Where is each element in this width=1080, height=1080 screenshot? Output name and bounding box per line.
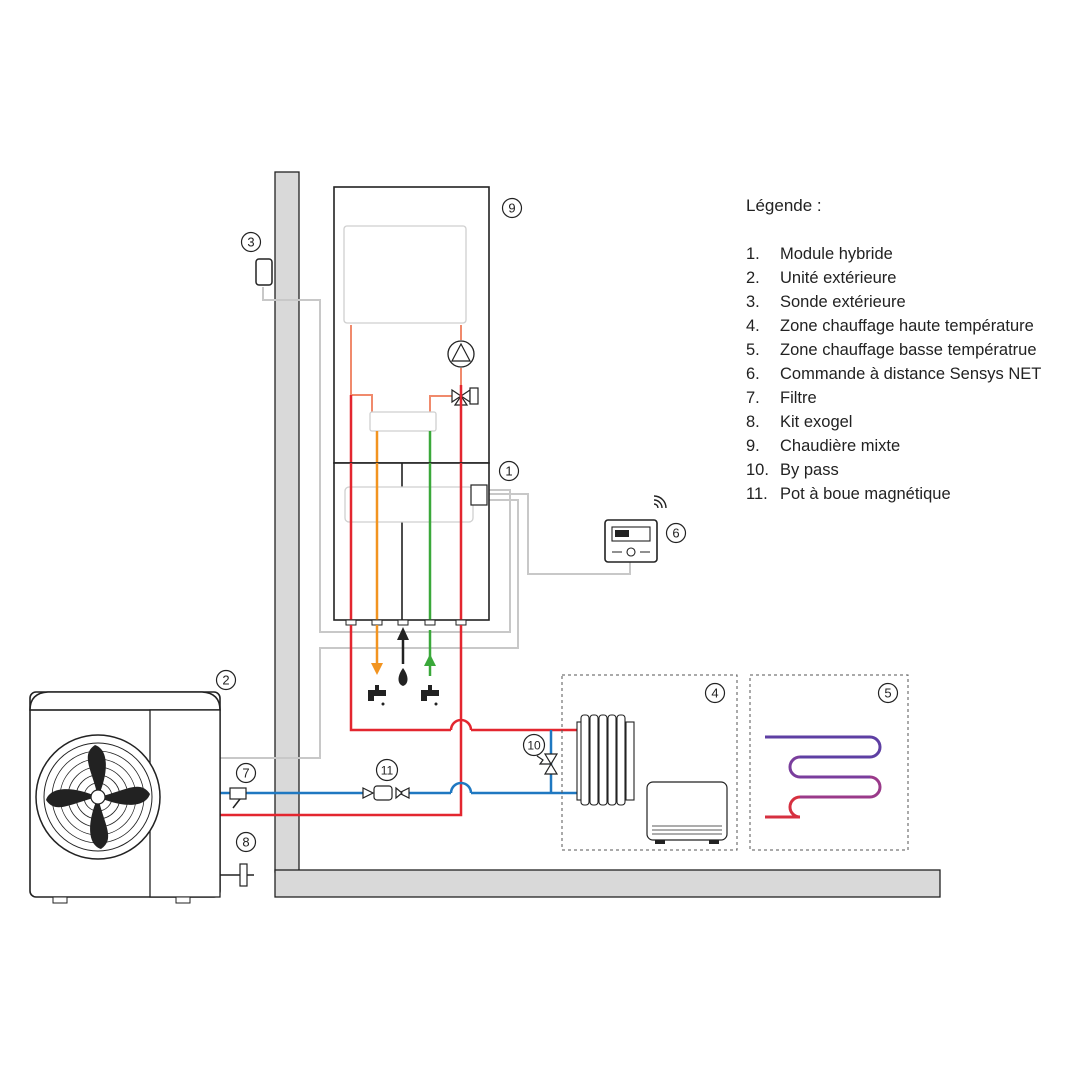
legend-item-label: Module hybride bbox=[780, 245, 893, 263]
legend-item-label: Kit exogel bbox=[780, 413, 853, 431]
underfloor-heating-icon bbox=[765, 735, 882, 819]
svg-text:11: 11 bbox=[381, 764, 394, 778]
svg-text:5: 5 bbox=[884, 686, 891, 701]
callout-9: 9 bbox=[501, 197, 523, 219]
legend-item-label: Unité extérieure bbox=[780, 269, 897, 287]
legend-list: 1.Module hybride 2.Unité extérieure 3.So… bbox=[746, 242, 1066, 506]
zone-high-temperature bbox=[561, 674, 738, 851]
antifreeze-kit-icon bbox=[220, 863, 254, 887]
hybrid-module bbox=[333, 462, 490, 626]
wall bbox=[274, 171, 300, 873]
legend-title: Légende : bbox=[746, 196, 822, 215]
circulator-pump-icon bbox=[447, 340, 475, 368]
fan-icon bbox=[35, 734, 161, 860]
bypass-valve-icon bbox=[536, 753, 559, 775]
svg-text:2: 2 bbox=[222, 673, 229, 688]
callout-1: 1 bbox=[498, 460, 520, 482]
callout-10: 10 bbox=[522, 733, 546, 757]
legend-item-label: Pot à boue magnétique bbox=[780, 485, 951, 503]
radiator-icon bbox=[576, 714, 635, 806]
legend-item: 11.Pot à boue magnétique bbox=[746, 482, 1066, 506]
zone-low-temperature bbox=[749, 674, 909, 851]
legend-item-label: Filtre bbox=[780, 389, 817, 407]
svg-text:3: 3 bbox=[247, 235, 254, 250]
legend-item: 3.Sonde extérieure bbox=[746, 290, 1066, 314]
control-wiring bbox=[220, 287, 631, 759]
floor bbox=[274, 869, 941, 898]
domestic-water-connections bbox=[368, 625, 439, 706]
remote-control bbox=[604, 495, 667, 563]
callout-4: 4 bbox=[704, 682, 726, 704]
mixed-boiler bbox=[333, 186, 490, 464]
svg-text:7: 7 bbox=[242, 766, 249, 781]
legend-item: 1.Module hybride bbox=[746, 242, 1066, 266]
legend-item: 6.Commande à distance Sensys NET bbox=[746, 362, 1066, 386]
filter-icon bbox=[229, 787, 247, 809]
callout-3: 3 bbox=[240, 231, 262, 253]
legend-item: 10.By pass bbox=[746, 458, 1066, 482]
heat-emitter-icon bbox=[646, 781, 728, 844]
three-way-valve-icon bbox=[451, 387, 479, 406]
legend-item: 7.Filtre bbox=[746, 386, 1066, 410]
svg-text:9: 9 bbox=[508, 201, 515, 216]
legend-item-label: Commande à distance Sensys NET bbox=[780, 365, 1042, 383]
legend-item-label: Chaudière mixte bbox=[780, 437, 901, 455]
legend-item-label: By pass bbox=[780, 461, 839, 479]
legend: Légende : 1.Module hybride 2.Unité extér… bbox=[746, 196, 1066, 506]
outdoor-unit bbox=[29, 691, 221, 904]
outdoor-sensor bbox=[255, 258, 273, 286]
legend-item: 2.Unité extérieure bbox=[746, 266, 1066, 290]
svg-text:1: 1 bbox=[505, 464, 512, 479]
hot-water-tap-icon bbox=[368, 685, 386, 706]
legend-item: 5.Zone chauffage basse températrue bbox=[746, 338, 1066, 362]
legend-item: 4.Zone chauffage haute température bbox=[746, 314, 1066, 338]
callout-11: 11 bbox=[375, 758, 399, 782]
svg-text:8: 8 bbox=[242, 835, 249, 850]
legend-item-label: Zone chauffage basse températrue bbox=[780, 341, 1037, 359]
svg-text:4: 4 bbox=[711, 686, 718, 701]
svg-text:10: 10 bbox=[527, 739, 541, 753]
callout-5: 5 bbox=[877, 682, 899, 704]
legend-item: 9.Chaudière mixte bbox=[746, 434, 1066, 458]
heating-supply-pipe bbox=[220, 625, 582, 817]
legend-item: 8.Kit exogel bbox=[746, 410, 1066, 434]
callout-2: 2 bbox=[215, 669, 237, 691]
callout-6: 6 bbox=[665, 522, 687, 544]
magnetic-sludge-pot-icon bbox=[362, 785, 410, 801]
gas-flame-icon bbox=[398, 668, 408, 686]
cold-water-tap-icon bbox=[421, 685, 439, 706]
callout-7: 7 bbox=[235, 762, 257, 784]
svg-text:6: 6 bbox=[672, 526, 679, 541]
legend-item-label: Sonde extérieure bbox=[780, 293, 906, 311]
callout-8: 8 bbox=[235, 831, 257, 853]
wifi-icon bbox=[653, 495, 667, 509]
legend-item-label: Zone chauffage haute température bbox=[780, 317, 1034, 335]
